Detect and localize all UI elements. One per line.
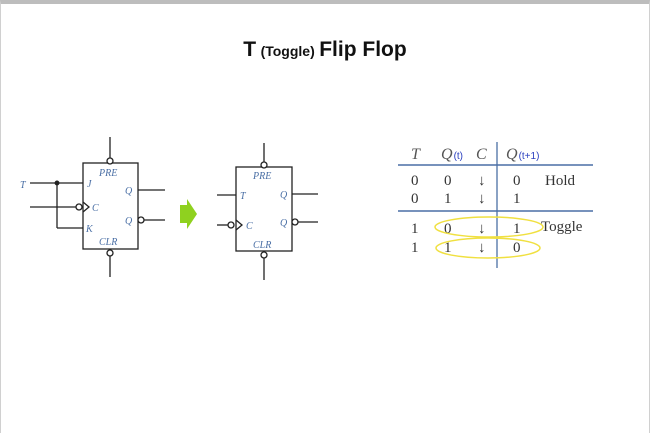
jk-qbar-label: Q xyxy=(125,216,133,227)
t-pre-label: PRE xyxy=(252,171,271,182)
jk-c-label: C xyxy=(92,203,99,214)
t-flipflop xyxy=(217,143,318,280)
t-c-label: C xyxy=(246,221,253,232)
svg-text:0: 0 xyxy=(411,173,419,189)
t-qbar-label: Q xyxy=(280,218,288,229)
jk-k-label: K xyxy=(85,224,94,235)
svg-text:0: 0 xyxy=(411,191,419,207)
svg-text:0: 0 xyxy=(513,240,521,256)
svg-text:Toggle: Toggle xyxy=(541,219,583,235)
slide-title: T (Toggle) Flip Flop xyxy=(243,38,407,61)
header-t: T xyxy=(411,146,421,163)
jk-j-label: J xyxy=(87,179,92,190)
svg-text:↓: ↓ xyxy=(478,173,486,189)
highlight-ellipse xyxy=(435,237,541,259)
jk-pre-label: PRE xyxy=(98,168,117,179)
table-row: 1 0 ↓ 1 Toggle xyxy=(411,219,583,237)
svg-text:0: 0 xyxy=(444,221,452,237)
t-q-label: Q xyxy=(280,190,288,201)
svg-text:0: 0 xyxy=(444,173,452,189)
svg-text:1: 1 xyxy=(411,240,419,256)
t-clr-label: CLR xyxy=(253,240,271,251)
svg-text:Hold: Hold xyxy=(545,173,576,189)
svg-text:1: 1 xyxy=(444,191,452,207)
highlight-ellipse xyxy=(434,216,544,238)
table-row: 0 0 ↓ 0 Hold xyxy=(411,173,576,189)
svg-text:↓: ↓ xyxy=(478,221,486,237)
arrow-right-icon xyxy=(180,199,197,229)
svg-text:1: 1 xyxy=(411,221,419,237)
header-c: C xyxy=(476,146,487,163)
header-qt: Q(t) xyxy=(441,146,463,163)
table-row: 0 1 ↓ 1 xyxy=(411,191,521,207)
jk-flipflop xyxy=(30,137,165,277)
table-row: 1 1 ↓ 0 xyxy=(411,240,521,256)
svg-text:1: 1 xyxy=(513,191,521,207)
jk-q-label: Q xyxy=(125,186,133,197)
svg-text:↓: ↓ xyxy=(478,240,486,256)
t-t-label: T xyxy=(240,191,247,202)
svg-text:1: 1 xyxy=(513,221,521,237)
truth-table: T Q(t) C Q(t+1) 0 0 ↓ 0 Hold 0 1 ↓ 1 1 0… xyxy=(398,142,593,268)
header-qn: Q(t+1) xyxy=(506,146,539,163)
svg-text:1: 1 xyxy=(444,240,452,256)
jk-clr-label: CLR xyxy=(99,237,117,248)
jk-t-input-label: T xyxy=(20,180,27,191)
svg-text:0: 0 xyxy=(513,173,521,189)
svg-text:↓: ↓ xyxy=(478,191,486,207)
